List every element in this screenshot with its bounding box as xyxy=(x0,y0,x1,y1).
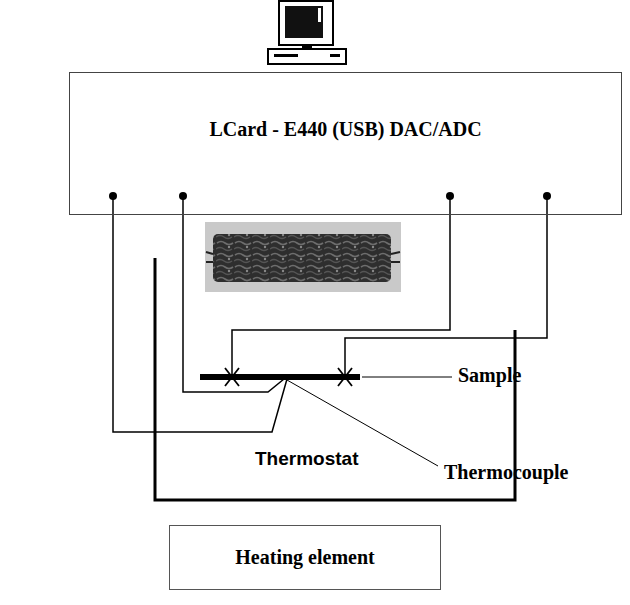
heating-element-box: Heating element xyxy=(169,525,441,590)
computer-icon xyxy=(268,1,346,64)
daq-device-box: LCard - E440 (USB) DAC/ADC xyxy=(69,72,622,215)
node-text: Thermostat xyxy=(255,448,358,470)
sample-bar xyxy=(200,374,360,380)
node-text: LCard - E440 (USB) DAC/ADC xyxy=(70,118,621,141)
contact-cross xyxy=(225,368,352,386)
wires xyxy=(113,196,547,432)
node-text: Heating element xyxy=(170,546,440,569)
sample-photo xyxy=(205,222,401,292)
terminal-dots xyxy=(109,192,551,200)
part-label: Thermocouple xyxy=(444,461,568,484)
part-label: Sample xyxy=(458,364,521,387)
